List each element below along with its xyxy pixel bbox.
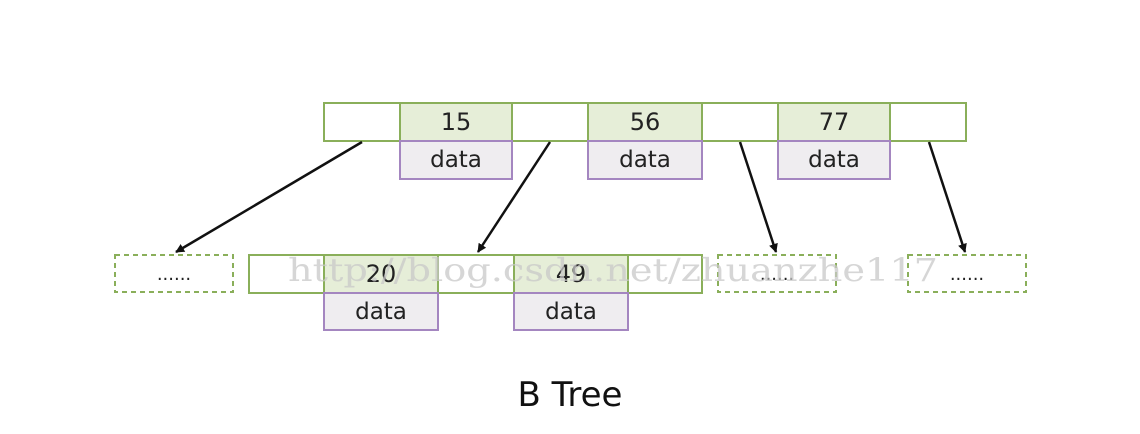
- root-data-label-1: data: [430, 147, 482, 173]
- child-data-cell-1: [323, 292, 439, 331]
- arrow-to-placeholder-1: [175, 140, 363, 254]
- root-key-cell-3: [777, 102, 891, 142]
- child-key-cell-2: [513, 254, 629, 294]
- root-data-cell-3: [777, 140, 891, 180]
- child-data-label-1: data: [355, 299, 407, 325]
- placeholder-box-2: [717, 254, 837, 293]
- root-data-label-3: data: [808, 147, 860, 173]
- root-data-cell-2: [587, 140, 703, 180]
- placeholder-dots-2: ......: [760, 264, 794, 285]
- child-data-cell-2: [513, 292, 629, 331]
- pointer-arrows: [175, 140, 967, 254]
- child-node: 20 49 data data: [248, 254, 703, 331]
- arrow-to-placeholder-3: [927, 141, 967, 253]
- root-node: 15 56 77 data data data: [323, 102, 967, 180]
- root-key-3: 77: [819, 108, 850, 136]
- placeholder-box-3: [907, 254, 1027, 293]
- child-key-2: 49: [556, 260, 587, 288]
- child-key-1: 20: [366, 260, 397, 288]
- placeholder-dots-1: ......: [157, 264, 191, 285]
- arrow-to-placeholder-2: [738, 141, 778, 253]
- placeholder-dots-3: ......: [950, 264, 984, 285]
- diagram-title: B Tree: [517, 375, 623, 415]
- arrow-to-child-node: [476, 141, 552, 253]
- placeholder-node-1: ......: [114, 254, 234, 293]
- placeholder-node-2: ......: [717, 254, 837, 293]
- root-data-label-2: data: [619, 147, 671, 173]
- root-key-2: 56: [630, 108, 661, 136]
- placeholder-box-1: [114, 254, 234, 293]
- placeholder-node-3: ......: [907, 254, 1027, 293]
- watermark-text: http://blog.csdn.net/zhuanzhe117: [288, 251, 938, 289]
- child-data-label-2: data: [545, 299, 597, 325]
- root-data-cell-1: [399, 140, 513, 180]
- root-key-1: 15: [441, 108, 472, 136]
